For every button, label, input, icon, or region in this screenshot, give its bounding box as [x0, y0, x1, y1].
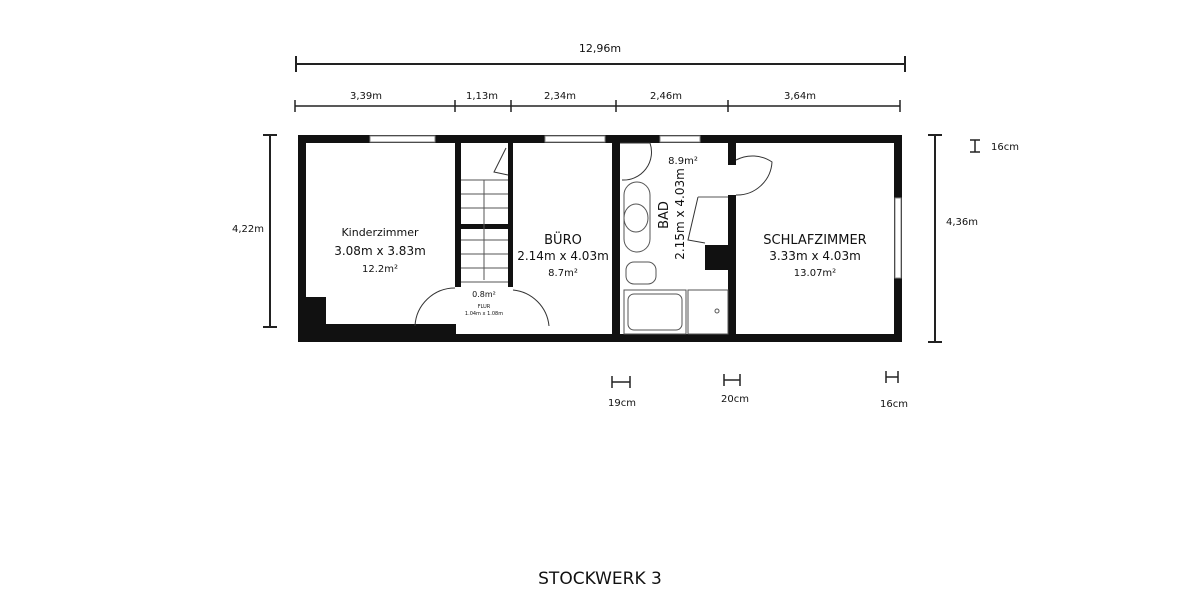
windows — [369, 135, 902, 279]
room-bad: 8.9m² BAD 2.15m x 4.03m — [657, 156, 698, 260]
segment-dimensions — [294, 100, 901, 112]
segment-label: 3,39m — [350, 91, 382, 102]
room-area: 8.7m² — [548, 268, 578, 279]
room-size: 3.33m x 4.03m — [769, 249, 861, 263]
room-size: 2.15m x 4.03m — [673, 168, 687, 260]
room-schlafzimmer: SCHLAFZIMMER 3.33m x 4.03m 13.07m² — [763, 233, 866, 279]
room-area: 0.8m² — [472, 290, 496, 299]
room-area: 8.9m² — [668, 156, 698, 167]
height-dimensions — [263, 134, 980, 343]
total-width-dimension — [295, 56, 906, 72]
wall-label: 16cm — [880, 399, 908, 410]
room-kinderzimmer: Kinderzimmer 3.08m x 3.83m 12.2m² — [334, 226, 426, 275]
room-name: SCHLAFZIMMER — [763, 233, 866, 248]
wall-label: 19cm — [608, 398, 636, 409]
wall-thickness-markers — [611, 371, 899, 388]
room-area: 12.2m² — [362, 264, 398, 275]
room-name: FLUR — [478, 304, 491, 310]
wall-thickness-label: 16cm — [991, 142, 1019, 153]
room-area: 13.07m² — [794, 268, 836, 279]
room-name: BAD — [657, 201, 672, 229]
bathroom-fixtures — [623, 181, 729, 335]
room-name: BÜRO — [544, 231, 582, 248]
segment-label: 2,34m — [544, 91, 576, 102]
segment-label: 3,64m — [784, 91, 816, 102]
room-buero: BÜRO 2.14m x 4.03m 8.7m² — [517, 231, 609, 279]
doors — [414, 142, 773, 327]
room-flur: 0.8m² FLUR 1.04m x 1.08m — [465, 290, 503, 317]
room-size: 1.04m x 1.08m — [465, 311, 503, 317]
segment-label: 1,13m — [466, 91, 498, 102]
left-height-label: 4,22m — [232, 224, 264, 235]
room-size: 3.08m x 3.83m — [334, 244, 426, 258]
total-width-label: 12,96m — [579, 42, 621, 55]
room-name: Kinderzimmer — [341, 226, 419, 239]
floor-title: STOCKWERK 3 — [538, 569, 662, 589]
segment-label: 2,46m — [650, 91, 682, 102]
room-size: 2.14m x 4.03m — [517, 249, 609, 263]
stairs — [461, 179, 508, 283]
wall-label: 20cm — [721, 394, 749, 405]
right-height-label: 4,36m — [946, 217, 978, 228]
